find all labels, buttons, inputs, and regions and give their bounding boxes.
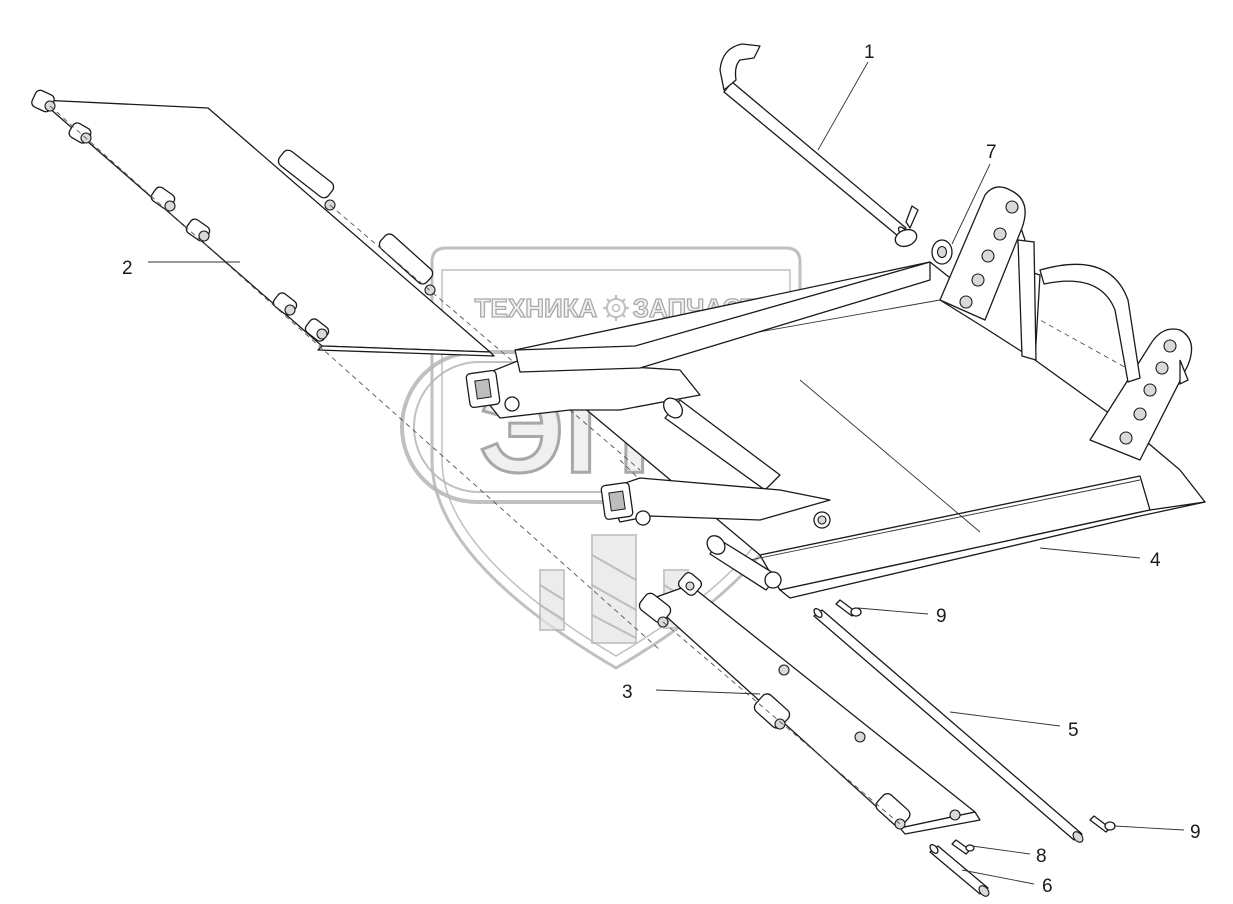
svg-text:1: 1 xyxy=(864,42,875,63)
svg-text:9: 9 xyxy=(1190,822,1201,843)
callout-9a: 9 xyxy=(857,606,947,627)
part-2-roller-strip xyxy=(31,89,495,357)
svg-text:5: 5 xyxy=(1068,720,1079,741)
callout-8: 8 xyxy=(971,845,1047,867)
part-9-cotter-pin-a xyxy=(835,599,862,617)
svg-text:6: 6 xyxy=(1042,876,1053,897)
lower-arm xyxy=(600,477,831,526)
svg-text:8: 8 xyxy=(1036,846,1047,867)
part-1-bent-pin xyxy=(719,43,909,238)
callout-1: 1 xyxy=(817,42,875,151)
part-2-rollers xyxy=(31,89,436,342)
callout-4: 4 xyxy=(1039,547,1161,571)
upper-arm xyxy=(465,261,931,419)
callout-7: 7 xyxy=(951,142,997,245)
part-5-long-pin xyxy=(813,608,1084,843)
part-8-cotter-pin xyxy=(951,839,975,855)
callout-6: 6 xyxy=(961,869,1053,897)
svg-text:3: 3 xyxy=(622,682,633,703)
callout-3: 3 xyxy=(622,682,761,703)
part-3-lower-strip xyxy=(638,572,981,835)
svg-text:7: 7 xyxy=(986,142,997,163)
svg-text:2: 2 xyxy=(122,258,133,279)
part-6-short-pin xyxy=(929,844,990,897)
callout-2: 2 xyxy=(122,258,240,279)
part-7-washer xyxy=(931,239,953,265)
cross-tubes xyxy=(662,397,831,591)
callout-5: 5 xyxy=(949,711,1079,741)
svg-text:9: 9 xyxy=(936,606,947,627)
watermark-text-left: ТЕХНИКА xyxy=(475,293,598,323)
svg-text:4: 4 xyxy=(1150,550,1161,571)
watermark-grain-emblem xyxy=(539,534,689,644)
gear-icon xyxy=(603,295,629,321)
watermark-shield xyxy=(430,246,802,670)
cotter-pin-upper xyxy=(894,205,919,248)
part-9-cotter-pin-b xyxy=(1089,815,1116,833)
callouts: 1 2 3 4 5 6 7 8 xyxy=(122,42,1201,897)
callout-9b: 9 xyxy=(1113,822,1201,843)
